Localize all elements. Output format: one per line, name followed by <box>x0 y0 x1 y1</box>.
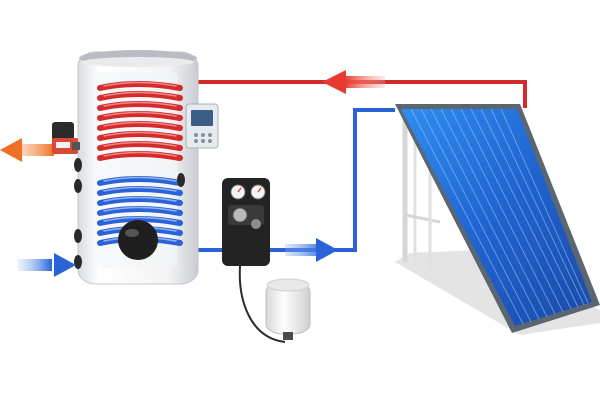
tank-port-right <box>177 173 185 187</box>
flat-plate-solar-collector <box>395 104 600 333</box>
cold-flow-arrow <box>285 238 338 262</box>
hot-water-outlet-arrow <box>0 138 54 162</box>
pump-station <box>222 178 270 266</box>
tank-flange <box>118 220 158 260</box>
expansion-vessel-hose <box>238 265 286 343</box>
solar-controller <box>185 103 219 149</box>
lower-solar-coil <box>97 176 183 246</box>
hot-flow-pipe <box>196 80 527 108</box>
thermostatic-mixing-valve <box>52 122 80 154</box>
upper-heating-coil <box>97 81 183 161</box>
cold-return-pipe <box>196 108 395 252</box>
tank-port-left <box>74 158 82 269</box>
hot-flow-arrow <box>322 70 385 94</box>
cold-water-inlet-arrow <box>18 253 76 277</box>
expansion-vessel <box>265 278 311 340</box>
